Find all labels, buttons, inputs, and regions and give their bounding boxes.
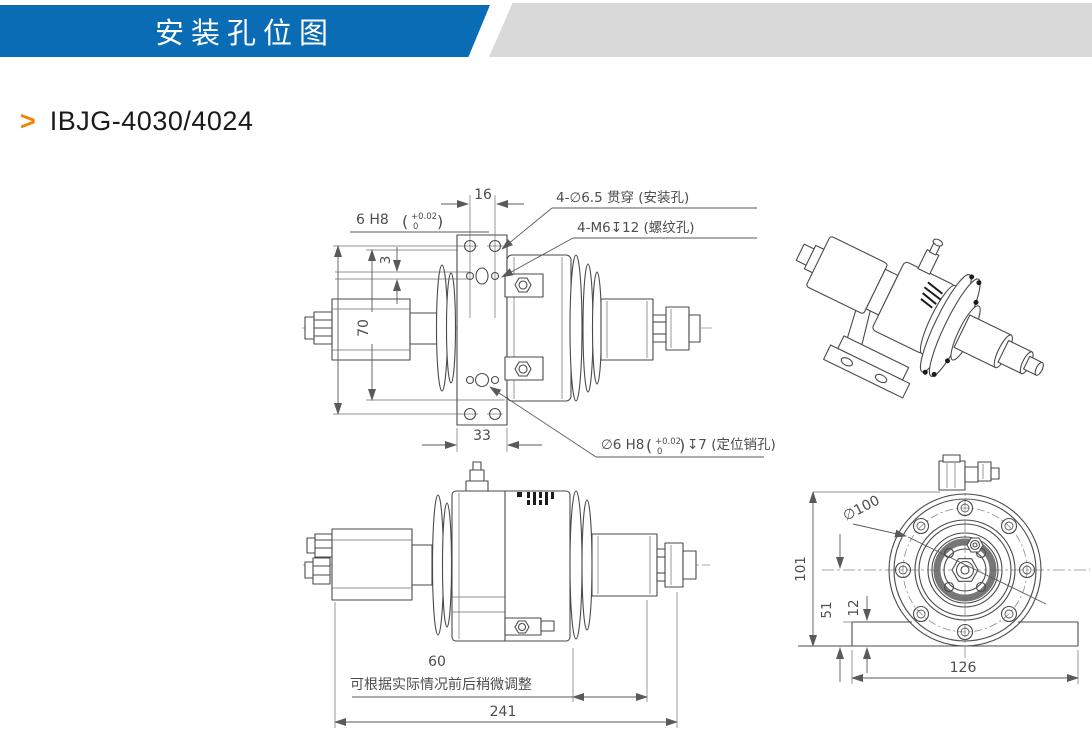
top-view-drawing: 60 可根据实际情况前后稍微调整 241 [303, 461, 710, 728]
main-body [504, 254, 572, 402]
svg-text:+0.02: +0.02 [411, 212, 437, 222]
clamp-bolt-top [514, 277, 532, 293]
model-heading: > IBJG-4030/4024 [20, 106, 253, 137]
air-fitting-top [938, 454, 1000, 491]
right-shaft [600, 298, 701, 361]
main-body-top [451, 461, 571, 642]
pin-hole-callout: ∅6 H8 ( +0.02 0 ) ↧7 (定位销孔) [489, 386, 776, 458]
svg-text:): ) [437, 212, 443, 231]
adjust-note: 可根据实际情况前后稍微调整 [350, 676, 532, 693]
technical-drawings: 16 6 H8 ( +0.02 0 ) 3 70 [302, 187, 1090, 728]
flange-bolts [894, 499, 1036, 641]
svg-text:33: 33 [473, 428, 491, 444]
flange-circles [888, 493, 1042, 647]
svg-text:↧7 (定位销孔): ↧7 (定位销孔) [687, 437, 776, 453]
iso-top-fitting [917, 238, 944, 275]
isometric-view [795, 236, 1044, 399]
svg-text:60: 60 [428, 654, 446, 670]
bellows-right [569, 254, 603, 402]
dim-33: 33 [422, 428, 542, 452]
end-view-drawing: 101 51 12 126 ∅100 [793, 454, 1090, 684]
nameplate-print [517, 492, 554, 505]
svg-text:101: 101 [793, 556, 809, 582]
iso-nameplate [920, 281, 943, 309]
svg-text:): ) [679, 436, 685, 455]
base-bracket [798, 621, 1079, 647]
bellows-left [435, 264, 457, 392]
left-neck-top [411, 544, 433, 586]
iso-shaft [950, 305, 1044, 376]
iso-flange [919, 273, 982, 377]
header-stripe [489, 3, 1092, 57]
dim-126: 126 [851, 650, 1079, 684]
dim-outer-height [333, 245, 462, 415]
dim-60: 60 可根据实际情况前后稍微调整 [350, 600, 648, 702]
svg-text:(: ( [646, 436, 652, 455]
svg-text:241: 241 [490, 704, 517, 720]
svg-text:0: 0 [657, 447, 662, 457]
svg-text:3: 3 [378, 256, 394, 265]
svg-text:+0.02: +0.02 [655, 437, 681, 447]
clamp-bolt-bottom [514, 361, 532, 377]
svg-text:∅100: ∅100 [841, 493, 883, 525]
dim-12: 12 [843, 596, 871, 673]
hub-details [943, 537, 987, 593]
left-connectors [304, 533, 333, 585]
svg-text:4-∅6.5 贯穿 (安装孔): 4-∅6.5 贯穿 (安装孔) [556, 190, 689, 206]
dim-51: 51 [819, 534, 844, 682]
front-view-drawing: 16 6 H8 ( +0.02 0 ) 3 70 [302, 187, 776, 458]
model-title: IBJG-4030/4024 [49, 106, 254, 136]
svg-text:∅6 H8: ∅6 H8 [601, 437, 644, 453]
dim-3: 3 [335, 247, 470, 304]
left-connector [304, 311, 333, 345]
svg-text:12: 12 [846, 599, 862, 616]
pin-fit-callout: 6 H8 ( +0.02 0 ) [350, 212, 489, 233]
iso-foot-bracket [823, 301, 911, 399]
svg-text:126: 126 [950, 660, 977, 676]
svg-text:(: ( [402, 212, 408, 231]
dim-70: 70 [356, 249, 505, 401]
left-neck [409, 312, 438, 345]
svg-text:0: 0 [413, 222, 418, 232]
grease-fitting [465, 480, 489, 492]
chevron-bullet-icon: > [20, 106, 36, 136]
mounting-plate [456, 195, 508, 426]
center-hex-nut [951, 558, 979, 582]
dim-241: 241 [334, 592, 678, 728]
svg-text:6 H8: 6 H8 [356, 212, 389, 228]
page-title: 安装孔位图 [154, 18, 335, 50]
thread-holes-callout: 4-M6↧12 (螺纹孔) [501, 220, 757, 278]
right-shaft-top [591, 533, 697, 597]
bellows-left-top [431, 494, 453, 636]
mount-holes-callout: 4-∅6.5 贯穿 (安装孔) [501, 190, 757, 250]
header-banner: 安装孔位图 [0, 5, 490, 57]
svg-text:16: 16 [474, 187, 492, 203]
svg-text:51: 51 [819, 601, 835, 618]
svg-text:70: 70 [356, 319, 372, 337]
svg-text:4-M6↧12 (螺纹孔): 4-M6↧12 (螺纹孔) [577, 220, 695, 236]
dim-101: 101 [793, 491, 940, 647]
bellows-right-top [569, 490, 593, 640]
dim-16: 16 [441, 187, 524, 208]
